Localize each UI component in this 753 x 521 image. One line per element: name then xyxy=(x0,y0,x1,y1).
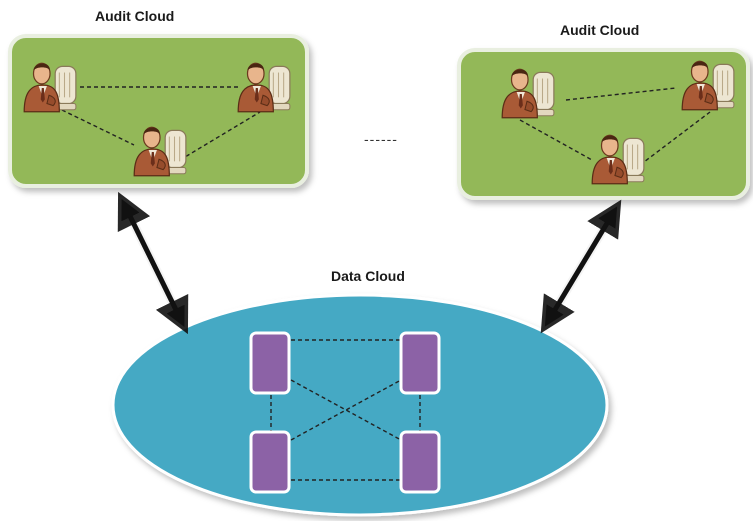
data-cloud xyxy=(111,293,609,517)
audit-cloud-right xyxy=(457,48,750,200)
server-node-icon xyxy=(399,430,441,494)
right-bidirectional-arrow xyxy=(540,199,622,334)
left-bidirectional-arrow xyxy=(117,191,189,335)
server-node-icon xyxy=(249,430,291,494)
audit-cloud-left-label: Audit Cloud xyxy=(95,8,175,24)
data-cloud-dashed-links xyxy=(270,339,421,481)
more-clouds-separator: ------ xyxy=(364,131,398,147)
server-node-icon xyxy=(249,331,291,395)
server-node-icon xyxy=(399,331,441,395)
audit-cloud-right-label: Audit Cloud xyxy=(560,22,640,38)
audit-cloud-left xyxy=(8,34,309,188)
data-cloud-label: Data Cloud xyxy=(331,268,405,284)
audit-right-dashed-links xyxy=(519,87,711,166)
audit-left-dashed-links xyxy=(61,86,261,161)
